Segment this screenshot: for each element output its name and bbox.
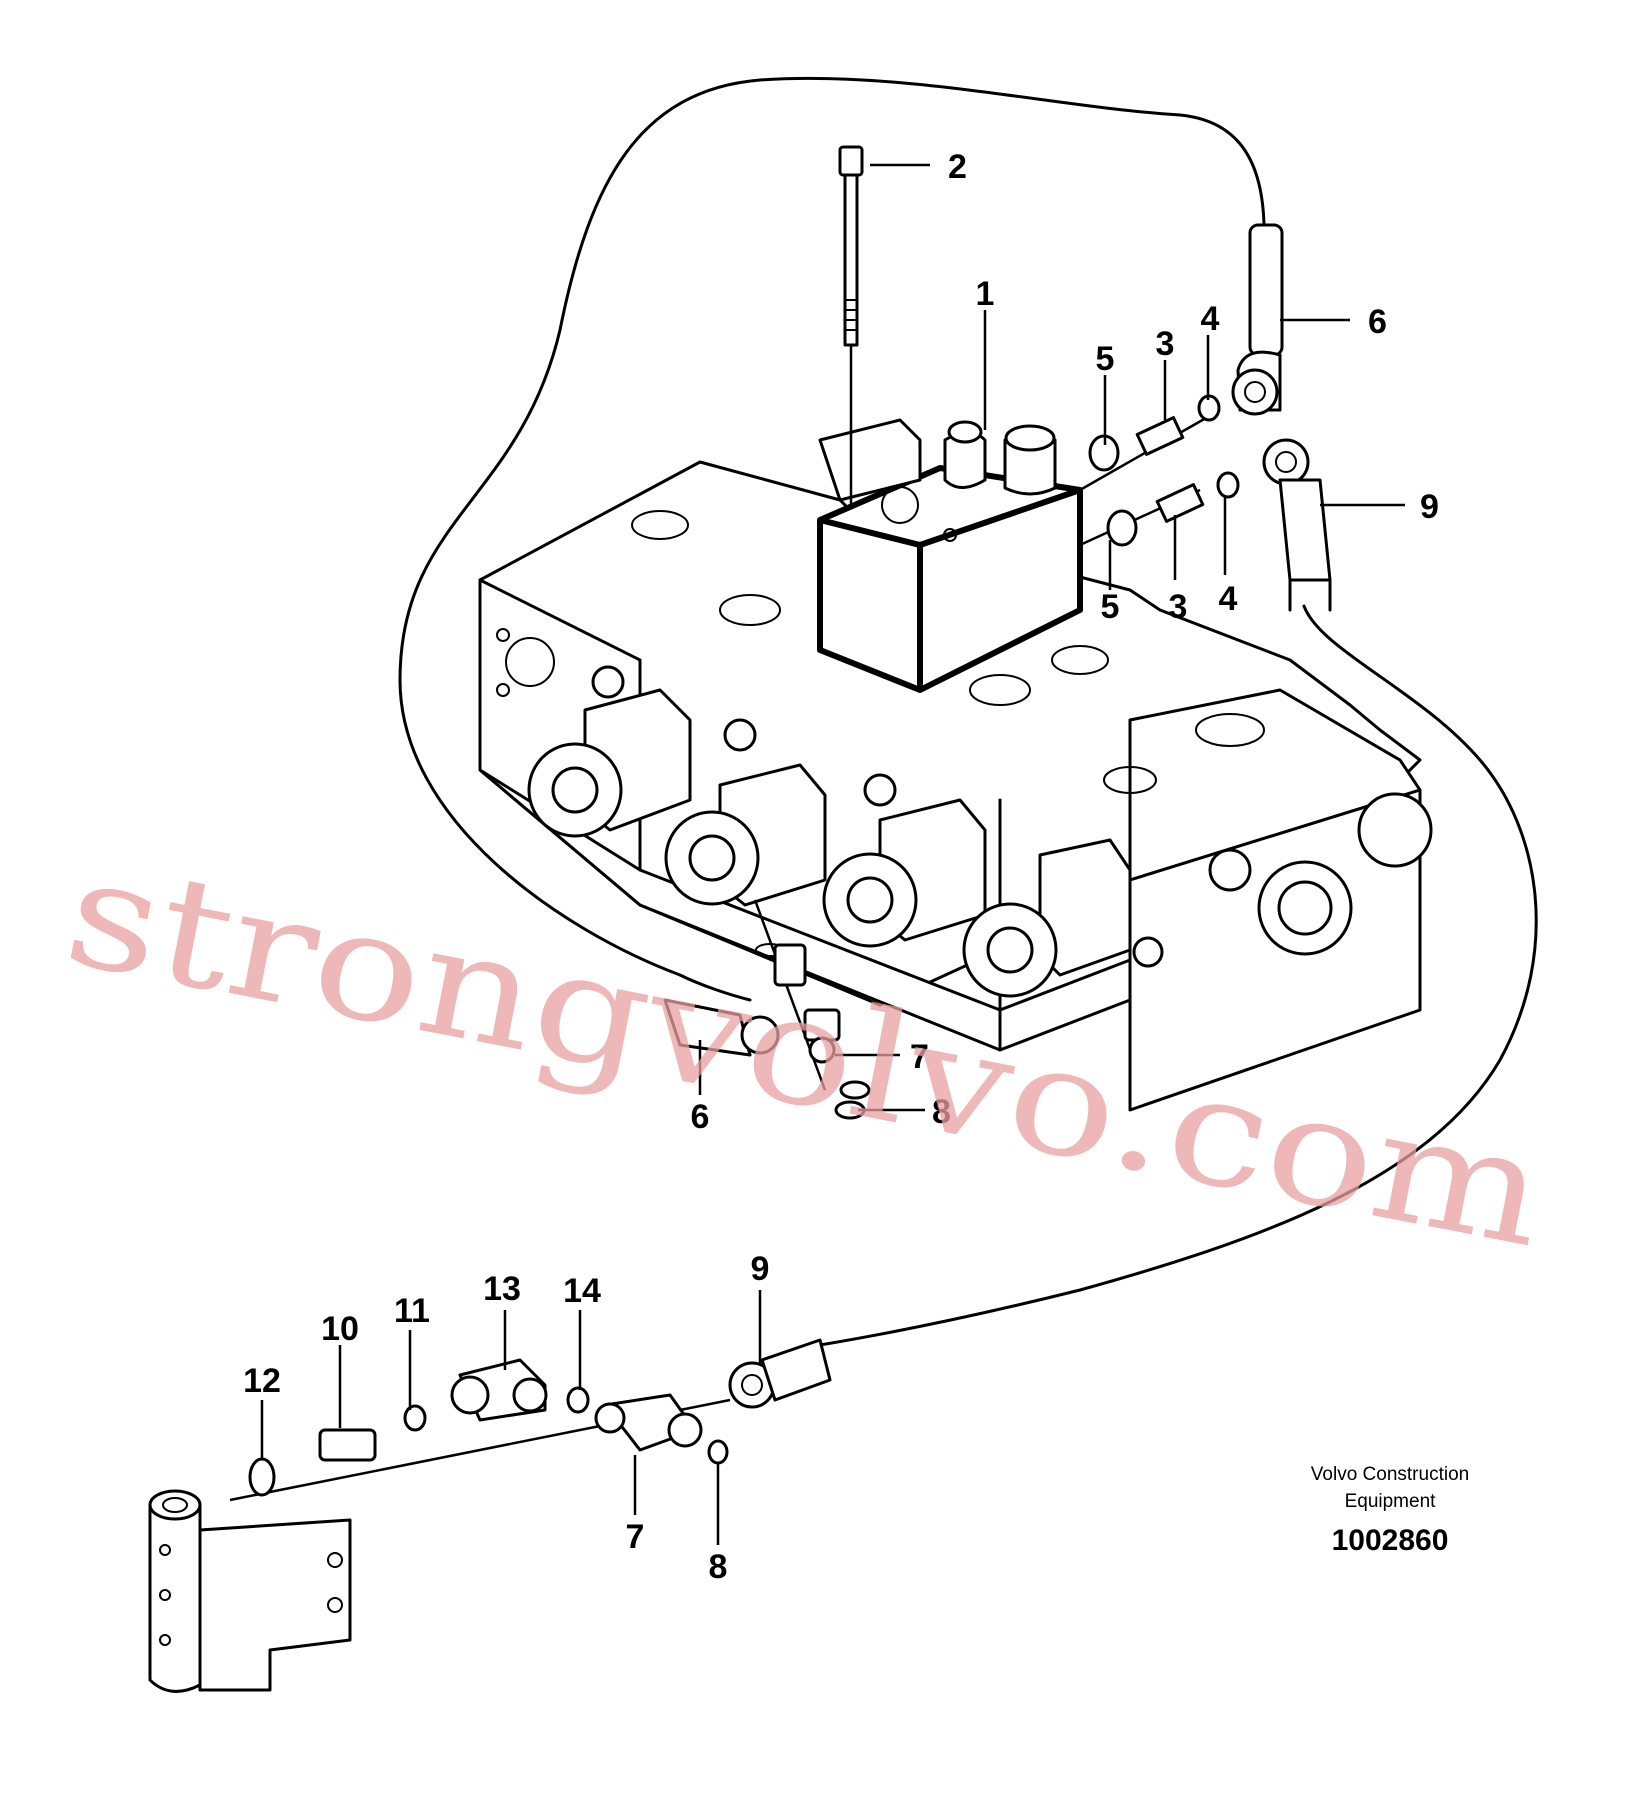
bolt — [838, 145, 864, 505]
spool-cover-2 — [664, 763, 827, 907]
callout-5: 5 — [1096, 340, 1115, 378]
callout-9: 9 — [1420, 488, 1439, 526]
hose-end-6-upper — [1231, 223, 1284, 416]
callout-labels: 1 2 6 5 3 4 9 5 3 4 7 8 6 13 14 9 11 10 … — [243, 148, 1439, 1586]
callout-2: 2 — [948, 148, 967, 186]
callout-4: 4 — [1201, 300, 1220, 338]
pilot-valve-block — [817, 418, 1083, 693]
callout-6: 6 — [1368, 303, 1387, 341]
bracket-block — [148, 1489, 352, 1693]
callout-8: 8 — [932, 1093, 951, 1131]
callout-8b: 8 — [709, 1548, 728, 1586]
callout-5b: 5 — [1101, 588, 1120, 626]
callout-7: 7 — [910, 1038, 929, 1076]
hose-end-9-upper — [1262, 438, 1332, 612]
lower-fittings-line — [229, 1338, 832, 1502]
callout-1: 1 — [976, 275, 995, 313]
spool-cover-1 — [527, 688, 692, 838]
title-block: Volvo Construction Equipment 1002860 — [1311, 1464, 1469, 1557]
callout-6b: 6 — [691, 1098, 710, 1136]
callout-13: 13 — [483, 1270, 521, 1308]
callout-9b: 9 — [751, 1250, 770, 1288]
callout-7b: 7 — [626, 1518, 645, 1556]
callout-3b: 3 — [1169, 588, 1188, 626]
brand-line-1: Volvo Construction — [1311, 1464, 1469, 1485]
brand-line-2: Equipment — [1345, 1491, 1437, 1512]
callout-3: 3 — [1156, 325, 1175, 363]
callout-11: 11 — [394, 1292, 430, 1330]
leader-lines — [260, 163, 1405, 1545]
lower-fittings-block — [663, 899, 871, 1120]
document-number: 1002860 — [1332, 1524, 1449, 1557]
callout-12: 12 — [243, 1362, 281, 1400]
callout-4b: 4 — [1219, 580, 1238, 618]
hose-line — [398, 76, 1538, 1347]
spool-cover-3 — [822, 798, 987, 948]
main-valve-block — [478, 460, 1433, 1112]
spool-cover-4 — [962, 838, 1132, 998]
upper-fittings — [1079, 394, 1240, 547]
callout-14: 14 — [563, 1272, 601, 1310]
callout-10: 10 — [321, 1310, 359, 1348]
